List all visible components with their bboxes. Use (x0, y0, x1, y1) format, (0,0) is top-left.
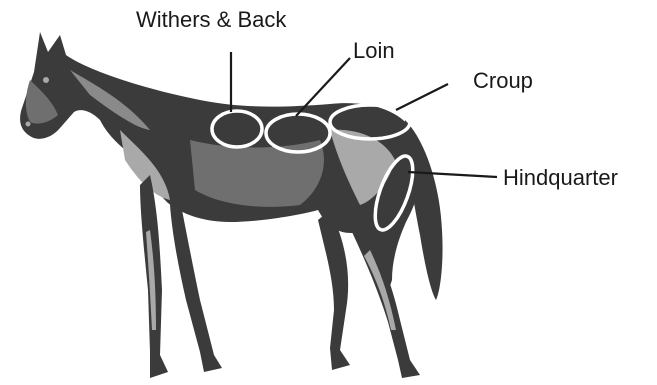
horse-front-leg-right (170, 200, 222, 372)
croup-label: Croup (473, 70, 533, 92)
horse-hind-leg-left (318, 210, 350, 370)
croup-leader-line (396, 84, 448, 110)
withers-back-label: Withers & Back (136, 9, 286, 31)
horse-nostril (26, 122, 31, 127)
hindquarter-label: Hindquarter (503, 167, 618, 189)
horse-eye (43, 77, 49, 83)
loin-label: Loin (353, 40, 395, 62)
